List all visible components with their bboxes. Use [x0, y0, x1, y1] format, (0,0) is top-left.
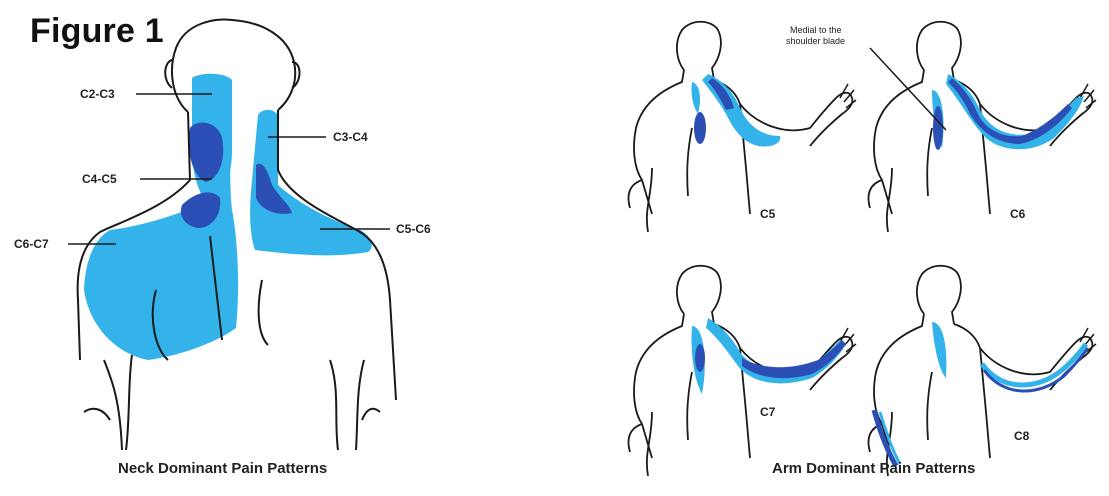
arm-figure-c8: C8 — [869, 266, 1097, 476]
neck-back-figure: C2-C3 C4-C5 C3-C4 C5-C6 C6-C7 — [14, 20, 431, 450]
label-c7: C7 — [760, 405, 776, 419]
label-c6c7: C6-C7 — [14, 237, 49, 251]
arm-figure-c5: C5 — [629, 22, 857, 232]
label-c5: C5 — [760, 207, 776, 221]
label-c3c4: C3-C4 — [333, 130, 368, 144]
annotation-line2: shoulder blade — [786, 36, 845, 46]
label-c8: C8 — [1014, 429, 1030, 443]
label-c4c5: C4-C5 — [82, 172, 117, 186]
label-c5c6: C5-C6 — [396, 222, 431, 236]
annotation-line1: Medial to the — [790, 25, 842, 35]
arm-figure-c7: C7 — [629, 266, 857, 476]
neck-caption: Neck Dominant Pain Patterns — [118, 460, 327, 477]
arm-figure-c6: C6 — [869, 22, 1097, 232]
label-c6: C6 — [1010, 207, 1026, 221]
arm-caption: Arm Dominant Pain Patterns — [772, 460, 975, 477]
label-c2c3: C2-C3 — [80, 87, 115, 101]
